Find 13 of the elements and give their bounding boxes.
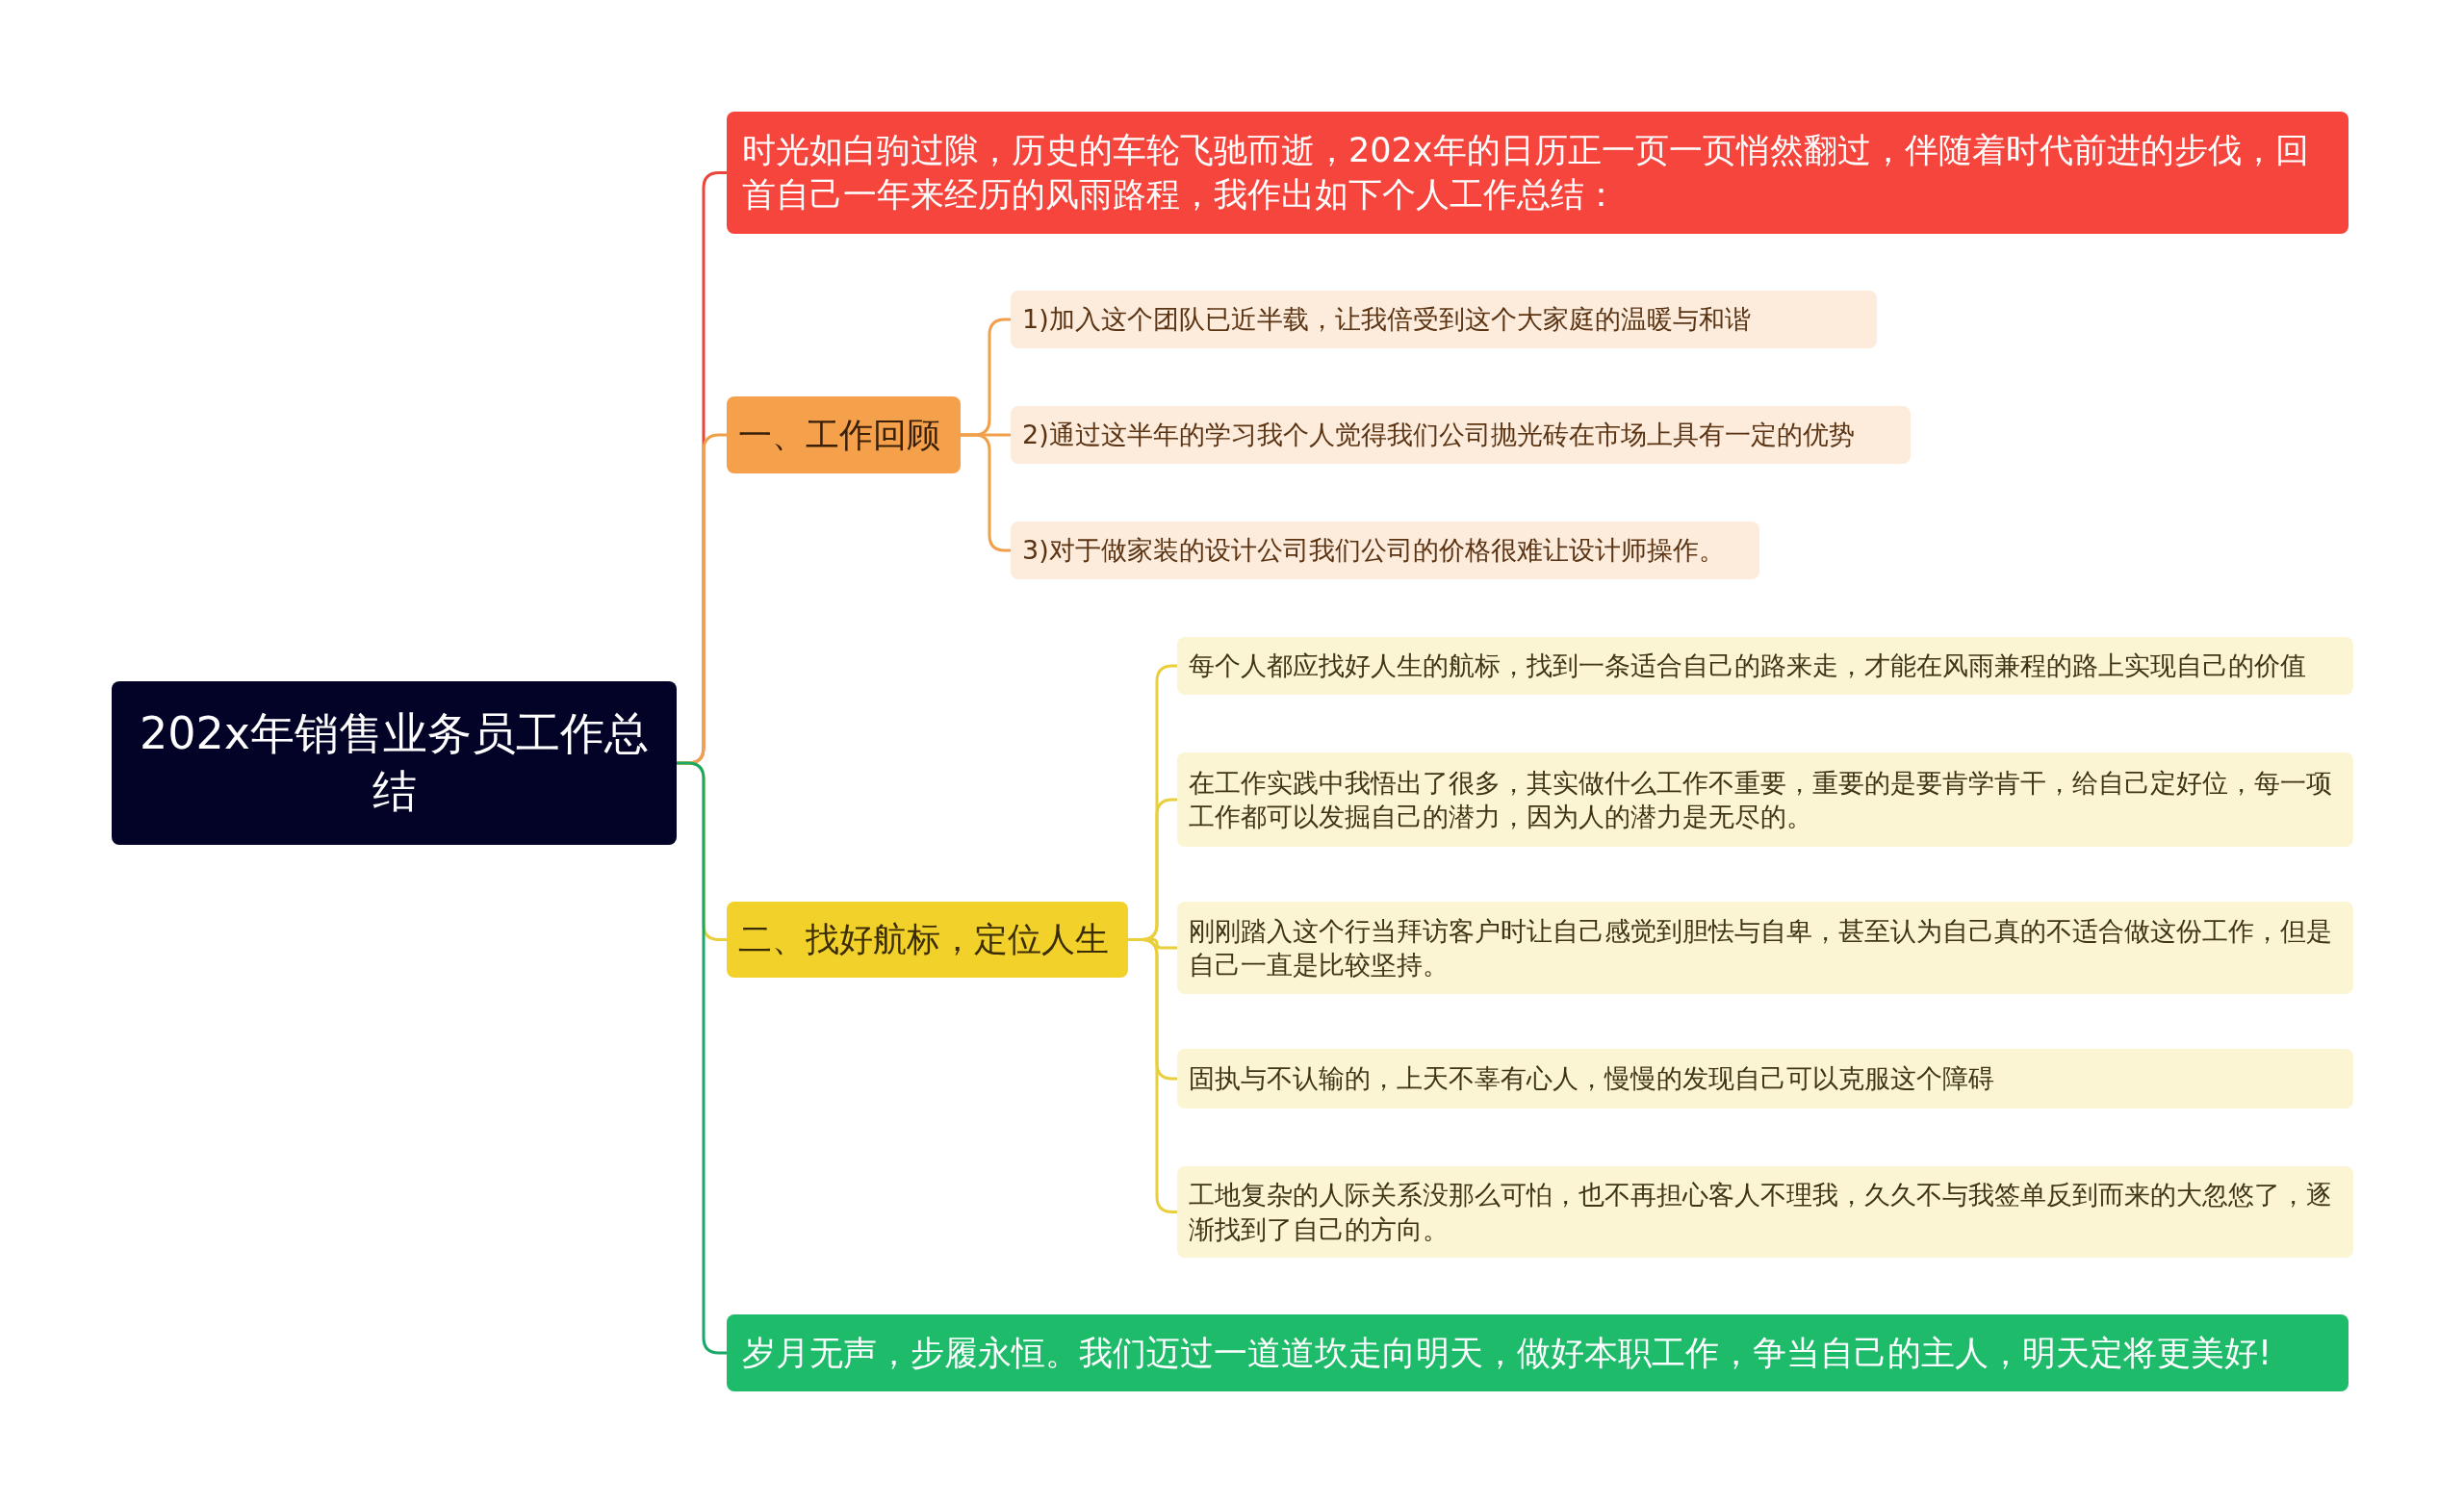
subtopic-box: 工地复杂的人际关系没那么可怕，也不再担心客人不理我，久久不与我签单反到而来的大忽悠了，逐渐找到了自己的方向。 <box>1177 1166 2353 1258</box>
topic-box: 一、工作回顾 <box>727 396 961 473</box>
subtopic-box: 2)通过这半年的学习我个人觉得我们公司抛光砖在市场上具有一定的优势 <box>1011 406 1911 464</box>
topic-box: 二、找好航标，定位人生 <box>727 902 1128 978</box>
subtopic-box: 每个人都应找好人生的航标，找到一条适合自己的路来走，才能在风雨兼程的路上实现自己的价值 <box>1177 637 2353 695</box>
root-topic: 202x年销售业务员工作总结 <box>112 681 677 845</box>
subtopic-box: 固执与不认输的，上天不辜有心人，慢慢的发现自己可以克服这个障碍 <box>1177 1049 2353 1109</box>
topic-box: 时光如白驹过隙，历史的车轮飞驰而逝，202x年的日历正一页一页悄然翻过，伴随着时代前进的步伐，回首自己一年来经历的风雨路程，我作出如下个人工作总结： <box>727 112 2348 234</box>
topic-box: 岁月无声，步履永恒。我们迈过一道道坎走向明天，做好本职工作，争当自己的主人，明天定将更美好! <box>727 1314 2348 1391</box>
subtopic-box: 刚刚踏入这个行当拜访客户时让自己感觉到胆怯与自卑，甚至认为自己真的不适合做这份工作，但是自己一直是比较坚持。 <box>1177 902 2353 994</box>
subtopic-box: 1)加入这个团队已近半载，让我倍受到这个大家庭的温暖与和谐 <box>1011 291 1877 348</box>
subtopic-box: 3)对于做家装的设计公司我们公司的价格很难让设计师操作。 <box>1011 522 1759 579</box>
subtopic-box: 在工作实践中我悟出了很多，其实做什么工作不重要，重要的是要肯学肯干，给自己定好位，每一项工作都可以发掘自己的潜力，因为人的潜力是无尽的。 <box>1177 752 2353 847</box>
